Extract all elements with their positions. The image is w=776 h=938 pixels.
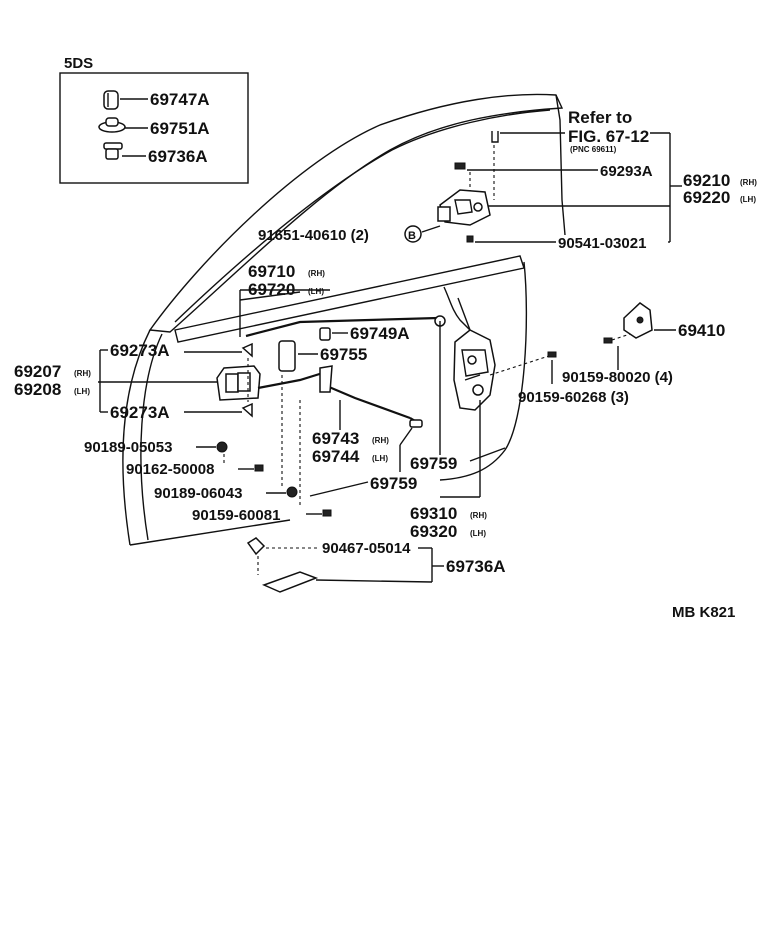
clip-69749a: 69749A: [319, 324, 410, 343]
label-69749a: 69749A: [350, 324, 410, 343]
nut-90189-06043-icon: [286, 486, 298, 498]
label-90189-05053: 90189-05053: [84, 439, 172, 456]
label-69410: 69410: [678, 321, 725, 340]
diagram-code: MB K821: [672, 604, 735, 621]
label-69310: 69310: [410, 504, 457, 523]
label-90162-50008: 90162-50008: [126, 461, 214, 478]
refer-line-1: Refer to: [568, 108, 632, 127]
label-69293a: 69293A: [600, 163, 653, 180]
screw-90159-60081-icon: [322, 509, 332, 517]
inset-part-1: 69747A: [150, 90, 210, 109]
label-90189-06043: 90189-06043: [154, 485, 242, 502]
clip-69751a-icon: [98, 117, 126, 133]
clip-69736a-icon: [103, 142, 123, 160]
label-69273a-top: 69273A: [110, 341, 170, 360]
label-69755: 69755: [320, 345, 367, 364]
screw-90541-icon: [466, 235, 474, 243]
rod-69710: 69710 (RH) 69720 (LH): [239, 262, 446, 338]
label-69210: 69210: [683, 171, 730, 190]
label-90159-60081: 90159-60081: [192, 507, 280, 524]
refer-line-2: FIG. 67-12: [568, 127, 649, 146]
suffix-69220: (LH): [740, 195, 756, 204]
u-clip-icon: [491, 131, 499, 143]
label-90541: 90541-03021: [558, 235, 646, 252]
suffix-69207: (RH): [74, 369, 91, 378]
suffix-69744: (LH): [372, 454, 388, 463]
door-outline: [122, 93, 566, 546]
label-69320: 69320: [410, 522, 457, 541]
label-69208: 69208: [14, 380, 61, 399]
label-90159-60268: 90159-60268 (3): [518, 389, 629, 406]
nut-90189-05053-icon: [216, 441, 228, 453]
inset-frame: [59, 72, 249, 184]
label-69207: 69207: [14, 362, 61, 381]
label-69759-b: 69759: [370, 474, 417, 493]
fasteners-lower: 90189-05053 90162-50008 90189-06043 9015…: [84, 375, 506, 593]
label-69273a-bottom: 69273A: [110, 403, 170, 422]
inset-part-3: 69736A: [148, 147, 208, 166]
pin-icon: [454, 162, 466, 170]
suffix-69208: (LH): [74, 387, 90, 396]
label-69710: 69710: [248, 262, 295, 281]
suffix-69310: (RH): [470, 511, 487, 520]
suffix-69320: (LH): [470, 529, 486, 538]
label-91651: 91651-40610 (2): [258, 227, 369, 244]
inside-handle: 69207 (RH) 69208 (LH) 69273A 69273A: [14, 341, 333, 422]
screw-90162-50008-icon: [254, 464, 264, 472]
label-90159-80020: 90159-80020 (4): [562, 369, 673, 386]
suffix-69743: (RH): [372, 436, 389, 445]
clip-69759-a-icon: [409, 419, 423, 428]
label-69743: 69743: [312, 429, 359, 448]
label-69744: 69744: [312, 447, 360, 466]
clip-69747a-icon: [103, 90, 119, 110]
refer-line-3: (PNC 69611): [570, 145, 617, 154]
screw-90159-60268-icon: [547, 351, 557, 358]
label-69759-a: 69759: [410, 454, 457, 473]
knob-69755-icon: [278, 340, 296, 372]
label-69220: 69220: [683, 188, 730, 207]
pad-69736a-icon: [261, 571, 319, 593]
b-circle-label: B: [408, 230, 416, 242]
clip-69749a-icon: [319, 327, 331, 341]
clip-90467-05014-icon: [246, 537, 266, 556]
lock-assembly-top: Refer to FIG. 67-12 (PNC 69611) 69293A 6…: [258, 108, 757, 252]
inset-part-2: 69751A: [150, 119, 210, 138]
suffix-69710: (RH): [308, 269, 325, 278]
label-90467-05014: 90467-05014: [322, 540, 411, 557]
label-69736a: 69736A: [446, 557, 506, 576]
door-lock-top-icon: [437, 189, 491, 226]
b-circle-icon: [404, 225, 422, 243]
striker-69410: 69410 90159-80020 (4) 90159-60268 (3): [518, 302, 725, 406]
screw-90159-80020-icon: [603, 337, 613, 344]
suffix-69720: (LH): [308, 287, 324, 296]
inset-title: 5DS: [64, 55, 93, 72]
door-lock-main: 69310 (RH) 69320 (LH): [410, 286, 556, 541]
suffix-69210: (RH): [740, 178, 757, 187]
knob-69755: 69755: [278, 340, 367, 372]
door-lock-icon: [453, 329, 496, 411]
inset-box: 5DS 69747A 69751A 69736A: [59, 55, 249, 184]
